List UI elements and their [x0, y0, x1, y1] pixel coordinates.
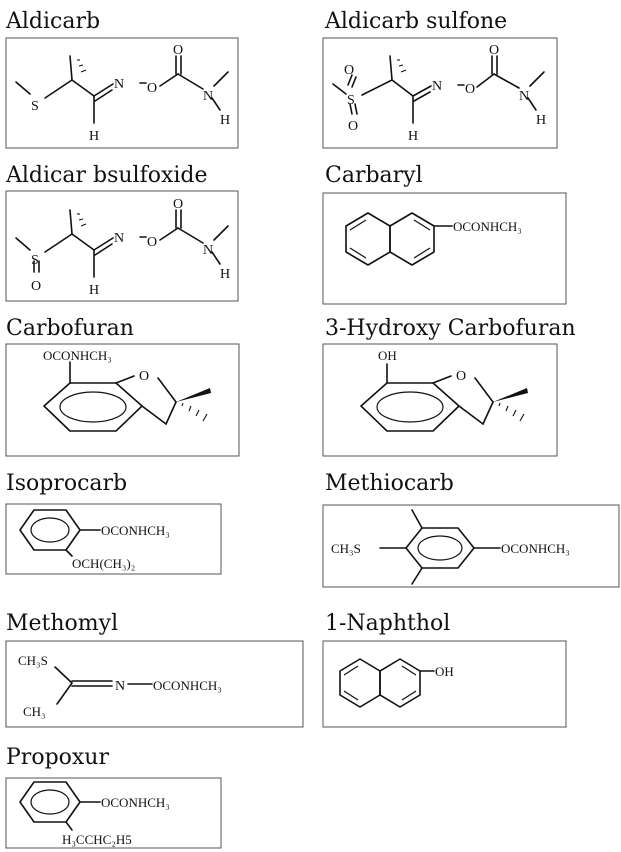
substituent-label: OCONHCH₃: [453, 219, 522, 234]
compound-name: Aldicarb sulfone: [324, 9, 507, 34]
compound-name: Isoprocarb: [6, 471, 127, 496]
atom-label: N: [432, 79, 442, 94]
atom-label: N: [203, 89, 213, 104]
substituent-label: H₃CCHC₂H5: [62, 832, 132, 847]
atom-label: O: [348, 119, 358, 134]
structure-box: [5, 640, 304, 728]
compound-name: Carbofuran: [6, 316, 134, 341]
substituent-label: OCONHCH₃: [501, 541, 570, 556]
atom-label: O: [173, 197, 183, 212]
atom-label: O: [344, 63, 354, 78]
structure-box: [5, 37, 239, 149]
compound-methomyl: Methomyl CH₃S CH₃ N OCONHCH₃: [5, 611, 304, 728]
aldicarb-skeleton: [15, 55, 229, 124]
naphthalene-ring: [339, 658, 435, 708]
propoxur-ring: [19, 781, 101, 831]
atom-label: O: [489, 43, 499, 58]
aldicarb-sulfone-skeleton: [332, 55, 545, 124]
compound-name: Methomyl: [6, 611, 118, 636]
atom-label: N: [519, 89, 529, 104]
carbofuran-ring: [43, 361, 211, 432]
compound-aldicarb: Aldicarb S N O O N H H: [5, 9, 239, 149]
compound-name: 1-Naphthol: [325, 611, 450, 636]
structure-box: [5, 777, 222, 849]
atom-label: N: [203, 243, 213, 258]
atom-label: O: [31, 279, 41, 294]
atom-label: O: [147, 235, 157, 250]
atom-label: N: [115, 679, 125, 694]
structure-box: [322, 192, 567, 305]
atom-label: H: [220, 267, 230, 282]
structure-box: [5, 503, 222, 575]
structure-box: [5, 190, 239, 302]
compound-methiocarb: Methiocarb CH₃S OCONHCH₃: [322, 471, 620, 588]
compound-name: Carbaryl: [325, 163, 423, 188]
compound-aldicarb-sulfoxide: Aldicar bsulfoxide S O N O O: [5, 163, 239, 302]
compound-carbofuran: Carbofuran OCONHCH₃ O: [5, 316, 240, 457]
substituent-label: OCONHCH₃: [101, 523, 170, 538]
atom-label: O: [456, 369, 466, 384]
atom-label: N: [114, 231, 124, 246]
methiocarb-ring: [379, 509, 501, 585]
substituent-label: CH₃S: [331, 541, 361, 556]
substituent-label: OCH(CH₃)₂: [72, 556, 135, 571]
substituent-label: OH: [378, 348, 397, 363]
substituent-label: CH₃S: [18, 653, 48, 668]
compound-name: Methiocarb: [325, 471, 454, 496]
aldicarb-sulfoxide-skeleton: [15, 209, 229, 278]
naphthalene-ring: [345, 212, 453, 266]
compound-name: 3-Hydroxy Carbofuran: [325, 316, 576, 341]
atom-label: O: [173, 43, 183, 58]
compound-name: Propoxur: [6, 745, 109, 770]
compound-name: Aldicarb: [5, 9, 100, 34]
compound-name: Aldicar bsulfoxide: [5, 163, 208, 188]
substituent-label: OCONHCH₃: [43, 348, 112, 363]
atom-label: O: [139, 369, 149, 384]
structure-box: [322, 504, 620, 588]
substituent-label: OCONHCH₃: [101, 795, 170, 810]
atom-label: H: [536, 113, 546, 128]
structure-box: [322, 640, 567, 728]
compound-isoprocarb: Isoprocarb OCONHCH₃ OCH(CH₃)₂: [5, 471, 222, 575]
compound-3-hydroxy-carbofuran: 3-Hydroxy Carbofuran OH O: [322, 316, 576, 457]
substituent-label: OCONHCH₃: [153, 678, 222, 693]
atom-label: O: [465, 82, 475, 97]
substituent-label: OH: [435, 664, 454, 679]
atom-label: S: [31, 253, 39, 268]
compound-carbaryl: Carbaryl OCONHCH₃: [322, 163, 567, 305]
structure-box: [5, 343, 240, 457]
atom-label: N: [114, 77, 124, 92]
structure-box: [322, 37, 558, 149]
atom-label: H: [89, 129, 99, 144]
atom-label: H: [408, 129, 418, 144]
hydroxy-carbofuran-ring: [360, 363, 528, 432]
atom-label: H: [89, 283, 99, 298]
atom-label: O: [147, 81, 157, 96]
isoprocarb-ring: [19, 509, 101, 557]
methomyl-skeleton: [54, 666, 153, 705]
atom-label: H: [220, 113, 230, 128]
compound-aldicarb-sulfone: Aldicarb sulfone O S O: [322, 9, 558, 149]
substituent-label: CH₃: [23, 704, 46, 719]
atom-label: S: [31, 99, 39, 114]
compound-propoxur: Propoxur OCONHCH₃ H₃CCHC₂H5: [5, 745, 222, 849]
atom-label: S: [347, 93, 355, 108]
compound-1-naphthol: 1-Naphthol OH: [322, 611, 567, 728]
structure-box: [322, 343, 558, 457]
